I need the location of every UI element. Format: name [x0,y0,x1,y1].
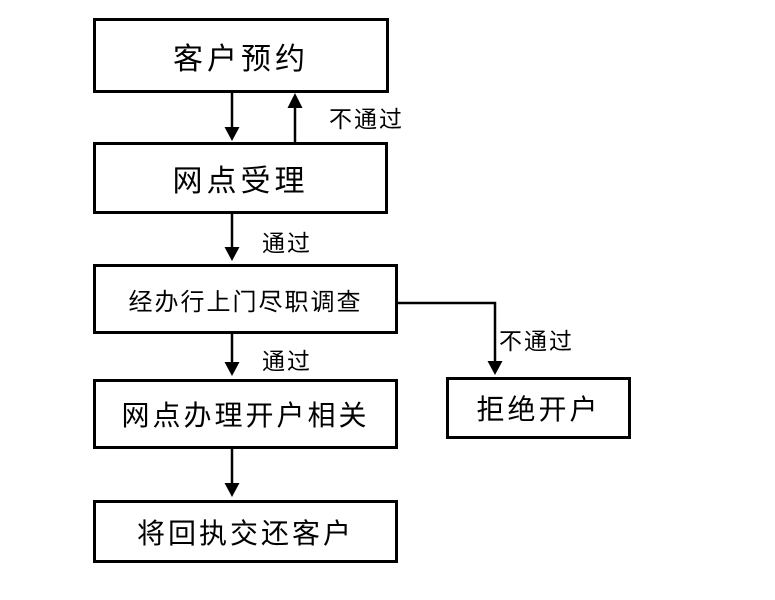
edge-label-diligence-pass: 通过 [262,349,312,375]
node-refuse-account-opening: 拒绝开户 [446,377,631,439]
node-return-receipt: 将回执交还客户 [93,500,398,563]
edge-label-acceptance-pass: 通过 [262,231,312,257]
arrow-acceptance-to-diligence [224,214,240,261]
arrow-diligence-to-refuse [397,301,503,375]
arrow-acceptance-to-appointment [287,93,303,142]
edge-label-acceptance-fail: 不通过 [329,107,404,133]
arrow-opening-to-receipt [224,449,240,497]
node-branch-acceptance: 网点受理 [93,142,388,214]
arrow-diligence-to-opening [224,334,240,376]
edge-label-diligence-fail: 不通过 [499,329,574,355]
node-onsite-due-diligence: 经办行上门尽职调查 [93,264,398,334]
arrow-appointment-to-acceptance [224,92,240,141]
node-customer-appointment: 客户预约 [93,18,389,93]
node-branch-account-opening: 网点办理开户相关 [93,379,398,449]
